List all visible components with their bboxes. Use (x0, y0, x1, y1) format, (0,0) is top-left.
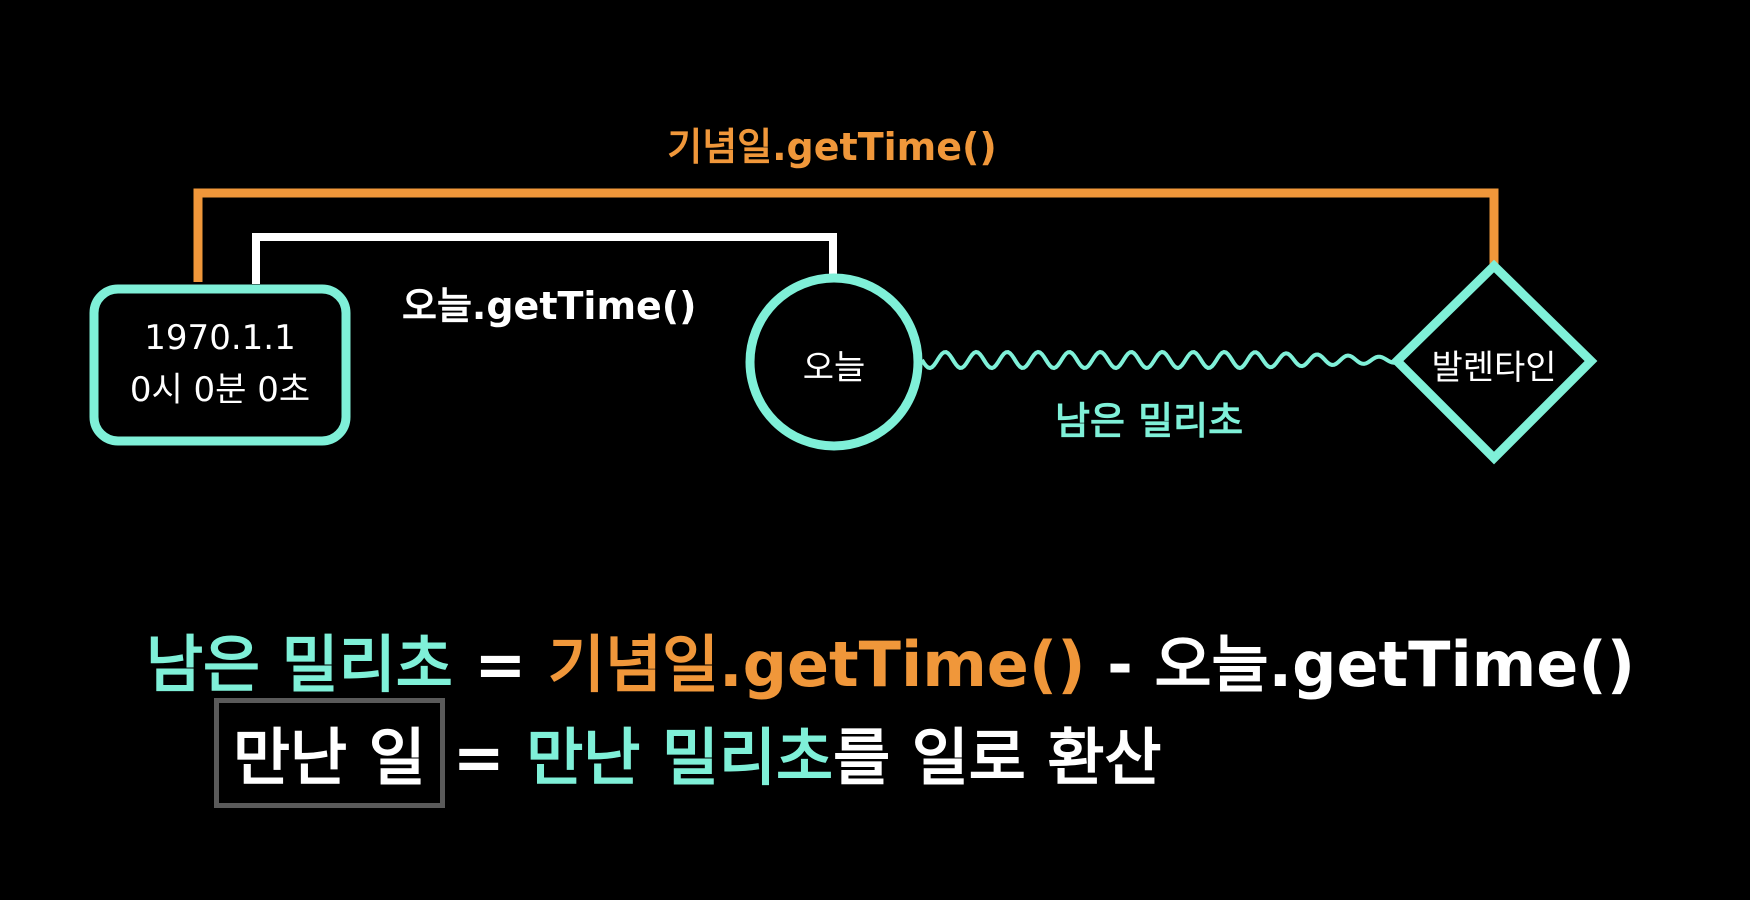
formula-today-gettime: 오늘.getTime() (1154, 628, 1636, 701)
today-node-label: 오늘 (802, 348, 866, 388)
formula-anniversary-gettime: 기념일.getTime() (547, 628, 1086, 701)
remaining-wavy-line (920, 349, 1397, 371)
epoch-node (89, 284, 351, 446)
formula2-convert-to-days: 를 일로 환산 (833, 721, 1162, 794)
formula2-met-ms: 만난 밀리초 (526, 721, 834, 794)
formula-line-1: 남은 밀리초 = 기념일.getTime() - 오늘.getTime() (146, 614, 1635, 704)
epoch-node-line2: 0시 0분 0초 (129, 370, 311, 410)
remaining-ms-label: 남은 밀리초 (1055, 399, 1244, 443)
formula-line-2: 만난 일= 만난 밀리초를 일로 환산 (214, 698, 1161, 808)
formula-remaining-ms: 남은 밀리초 (146, 628, 453, 701)
today-bracket-label: 오늘.getTime() (402, 284, 697, 328)
formula-equals: = (452, 628, 548, 701)
today-bracket-line (252, 233, 837, 284)
anniversary-bracket-line (193, 188, 1499, 282)
formula-minus: - (1085, 628, 1155, 701)
valentine-node (1390, 259, 1598, 465)
epoch-node-line1: 1970.1.1 (144, 318, 296, 358)
valentine-node-label: 발렌타인 (1431, 348, 1557, 388)
formula2-equals: = (452, 721, 527, 794)
today-node (745, 273, 923, 451)
anniversary-bracket-label: 기념일.getTime() (667, 125, 997, 169)
met-days-box: 만난 일 (214, 698, 445, 808)
